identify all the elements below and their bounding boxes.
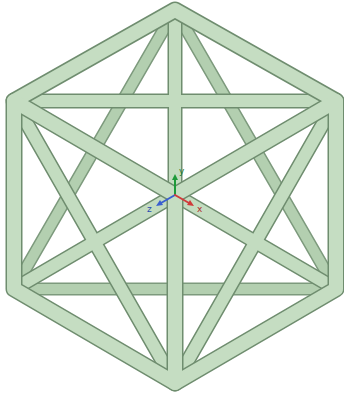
axis-label-x: x <box>196 204 203 214</box>
axis-label-y: y <box>178 166 185 176</box>
back-struts <box>14 10 336 383</box>
axis-label-z: z <box>146 204 153 214</box>
cube-edges <box>14 10 336 383</box>
axis-triad <box>156 174 194 206</box>
face-diagonals <box>14 10 336 383</box>
